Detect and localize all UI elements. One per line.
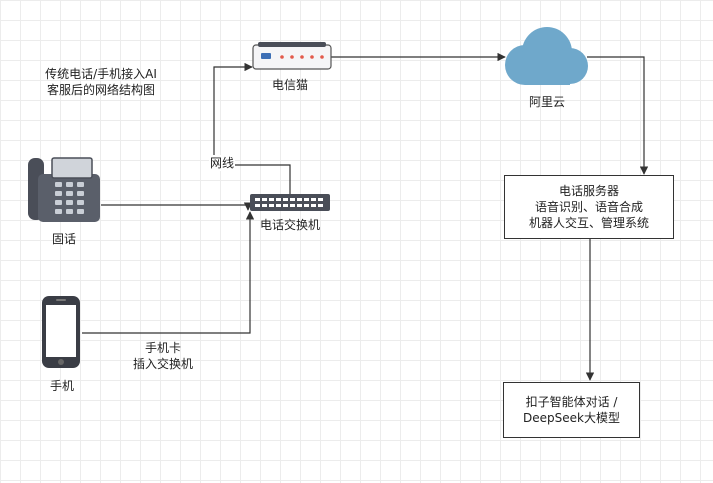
edge-landline-switch <box>101 202 253 211</box>
sim-card-label: 手机卡 插入交换机 <box>120 340 206 372</box>
cloud-icon <box>505 27 588 85</box>
edge-cable-to-switch <box>214 164 291 194</box>
modem-label: 电信猫 <box>271 78 308 92</box>
sim-card-label-line1: 手机卡 <box>144 341 181 355</box>
edge-mobile-switch <box>82 211 255 334</box>
server-line3: 机器人交互、管理系统 <box>528 216 649 230</box>
phone-server-box: 电话服务器 语音识别、语音合成 机器人交互、管理系统 <box>504 175 674 239</box>
sim-card-label-line2: 插入交换机 <box>132 357 193 371</box>
switch-label: 电话交换机 <box>259 218 320 232</box>
diagram-title-line1: 传统电话/手机接入AI <box>45 67 157 81</box>
edge-switch-modem <box>213 62 253 160</box>
mobile-phone-icon <box>42 296 80 368</box>
model-line2: DeepSeek大模型 <box>523 411 620 425</box>
server-line1: 电话服务器 <box>558 184 619 198</box>
modem-icon <box>252 42 332 70</box>
edge-cloud-server <box>587 56 649 175</box>
server-line2: 语音识别、语音合成 <box>534 200 643 214</box>
landline-label: 固话 <box>51 232 76 246</box>
cloud-label: 阿里云 <box>528 95 565 109</box>
model-line1: 扣子智能体对话 / <box>525 395 618 409</box>
diagram-title: 传统电话/手机接入AI 客服后的网络结构图 <box>36 66 166 98</box>
phone-switch-icon <box>250 194 330 211</box>
mobile-label: 手机 <box>49 379 74 393</box>
network-cable-label: 网线 <box>209 155 236 171</box>
landline-phone-icon <box>28 157 100 222</box>
ai-model-box: 扣子智能体对话 / DeepSeek大模型 <box>503 382 640 438</box>
diagram-title-line2: 客服后的网络结构图 <box>46 83 155 97</box>
